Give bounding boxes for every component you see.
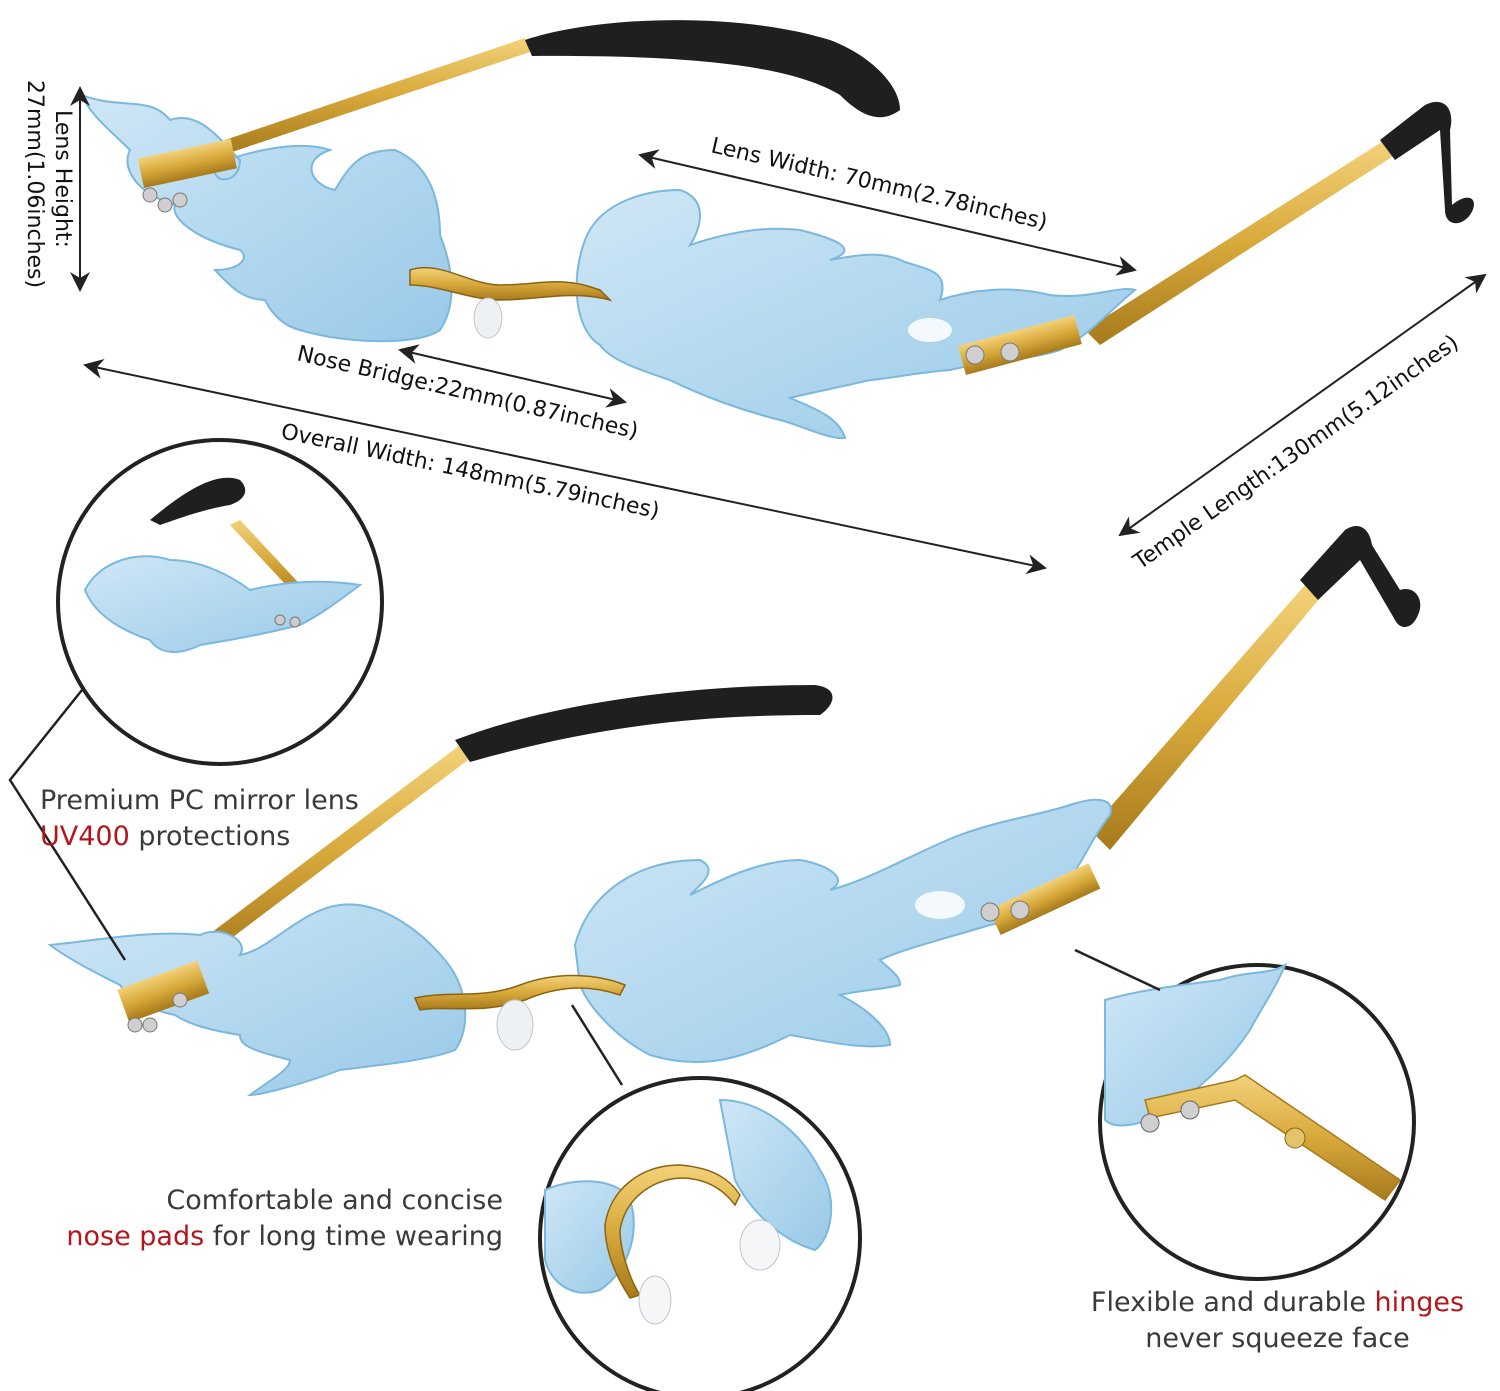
temple-tip bbox=[1300, 525, 1421, 627]
lens-detail-circle bbox=[8, 438, 384, 961]
temple-tip bbox=[525, 20, 900, 118]
flame-lens-icon bbox=[573, 798, 1112, 1064]
temple-arm bbox=[195, 745, 468, 958]
flame-lens-icon bbox=[575, 188, 1138, 440]
bottom-glasses bbox=[47, 525, 1421, 1097]
hinges-highlight: hinges bbox=[1374, 1287, 1465, 1318]
lens-feature-line2: UV400 protections bbox=[40, 819, 359, 855]
top-glasses bbox=[80, 20, 1474, 440]
temple-length-label: Temple Length:130mm(5.12inches) bbox=[1128, 330, 1463, 575]
uv400-highlight: UV400 bbox=[40, 821, 130, 852]
nose-feature-caption: Comfortable and concise nose pads for lo… bbox=[66, 1183, 503, 1255]
lens-feature-line1: Premium PC mirror lens bbox=[40, 785, 359, 816]
hinge-feature-line1: Flexible and durable hinges bbox=[1070, 1285, 1485, 1321]
nose-feature-rest: for long time wearing bbox=[204, 1221, 503, 1252]
nose-feature-line2: nose pads for long time wearing bbox=[66, 1219, 503, 1255]
lens-width-label: Lens Width: 70mm(2.78inches) bbox=[709, 133, 1050, 235]
lens-height-label: Lens Height: bbox=[50, 110, 75, 248]
temple-arm bbox=[225, 38, 530, 152]
hinge-feature-caption: Flexible and durable hinges never squeez… bbox=[1070, 1285, 1485, 1357]
hinge-screw-icon bbox=[117, 863, 1101, 1033]
dimension-lines bbox=[70, 86, 1487, 575]
nose-bridge-icon bbox=[409, 266, 613, 302]
nose-feature-line1: Comfortable and concise bbox=[166, 1185, 503, 1216]
hinge-detail-circle bbox=[1074, 948, 1416, 1281]
temple-arm bbox=[1085, 140, 1395, 345]
temple-tip bbox=[455, 685, 833, 762]
flame-lens-icon bbox=[47, 903, 467, 1097]
nose-detail-circle bbox=[538, 1004, 862, 1391]
lens-feature-rest: protections bbox=[129, 821, 291, 852]
hinge-feature-line2: never squeeze face bbox=[1145, 1323, 1410, 1354]
temple-arm bbox=[1090, 585, 1320, 850]
lens-feature-caption: Premium PC mirror lens UV400 protections bbox=[40, 783, 359, 855]
hinge-feature-lead: Flexible and durable bbox=[1090, 1287, 1375, 1318]
temple-tip bbox=[1380, 101, 1474, 224]
nose-pads-highlight: nose pads bbox=[66, 1221, 205, 1252]
lens-height-value: 27mm(1.06inches) bbox=[22, 80, 47, 288]
nose-bridge-icon bbox=[413, 974, 627, 1011]
